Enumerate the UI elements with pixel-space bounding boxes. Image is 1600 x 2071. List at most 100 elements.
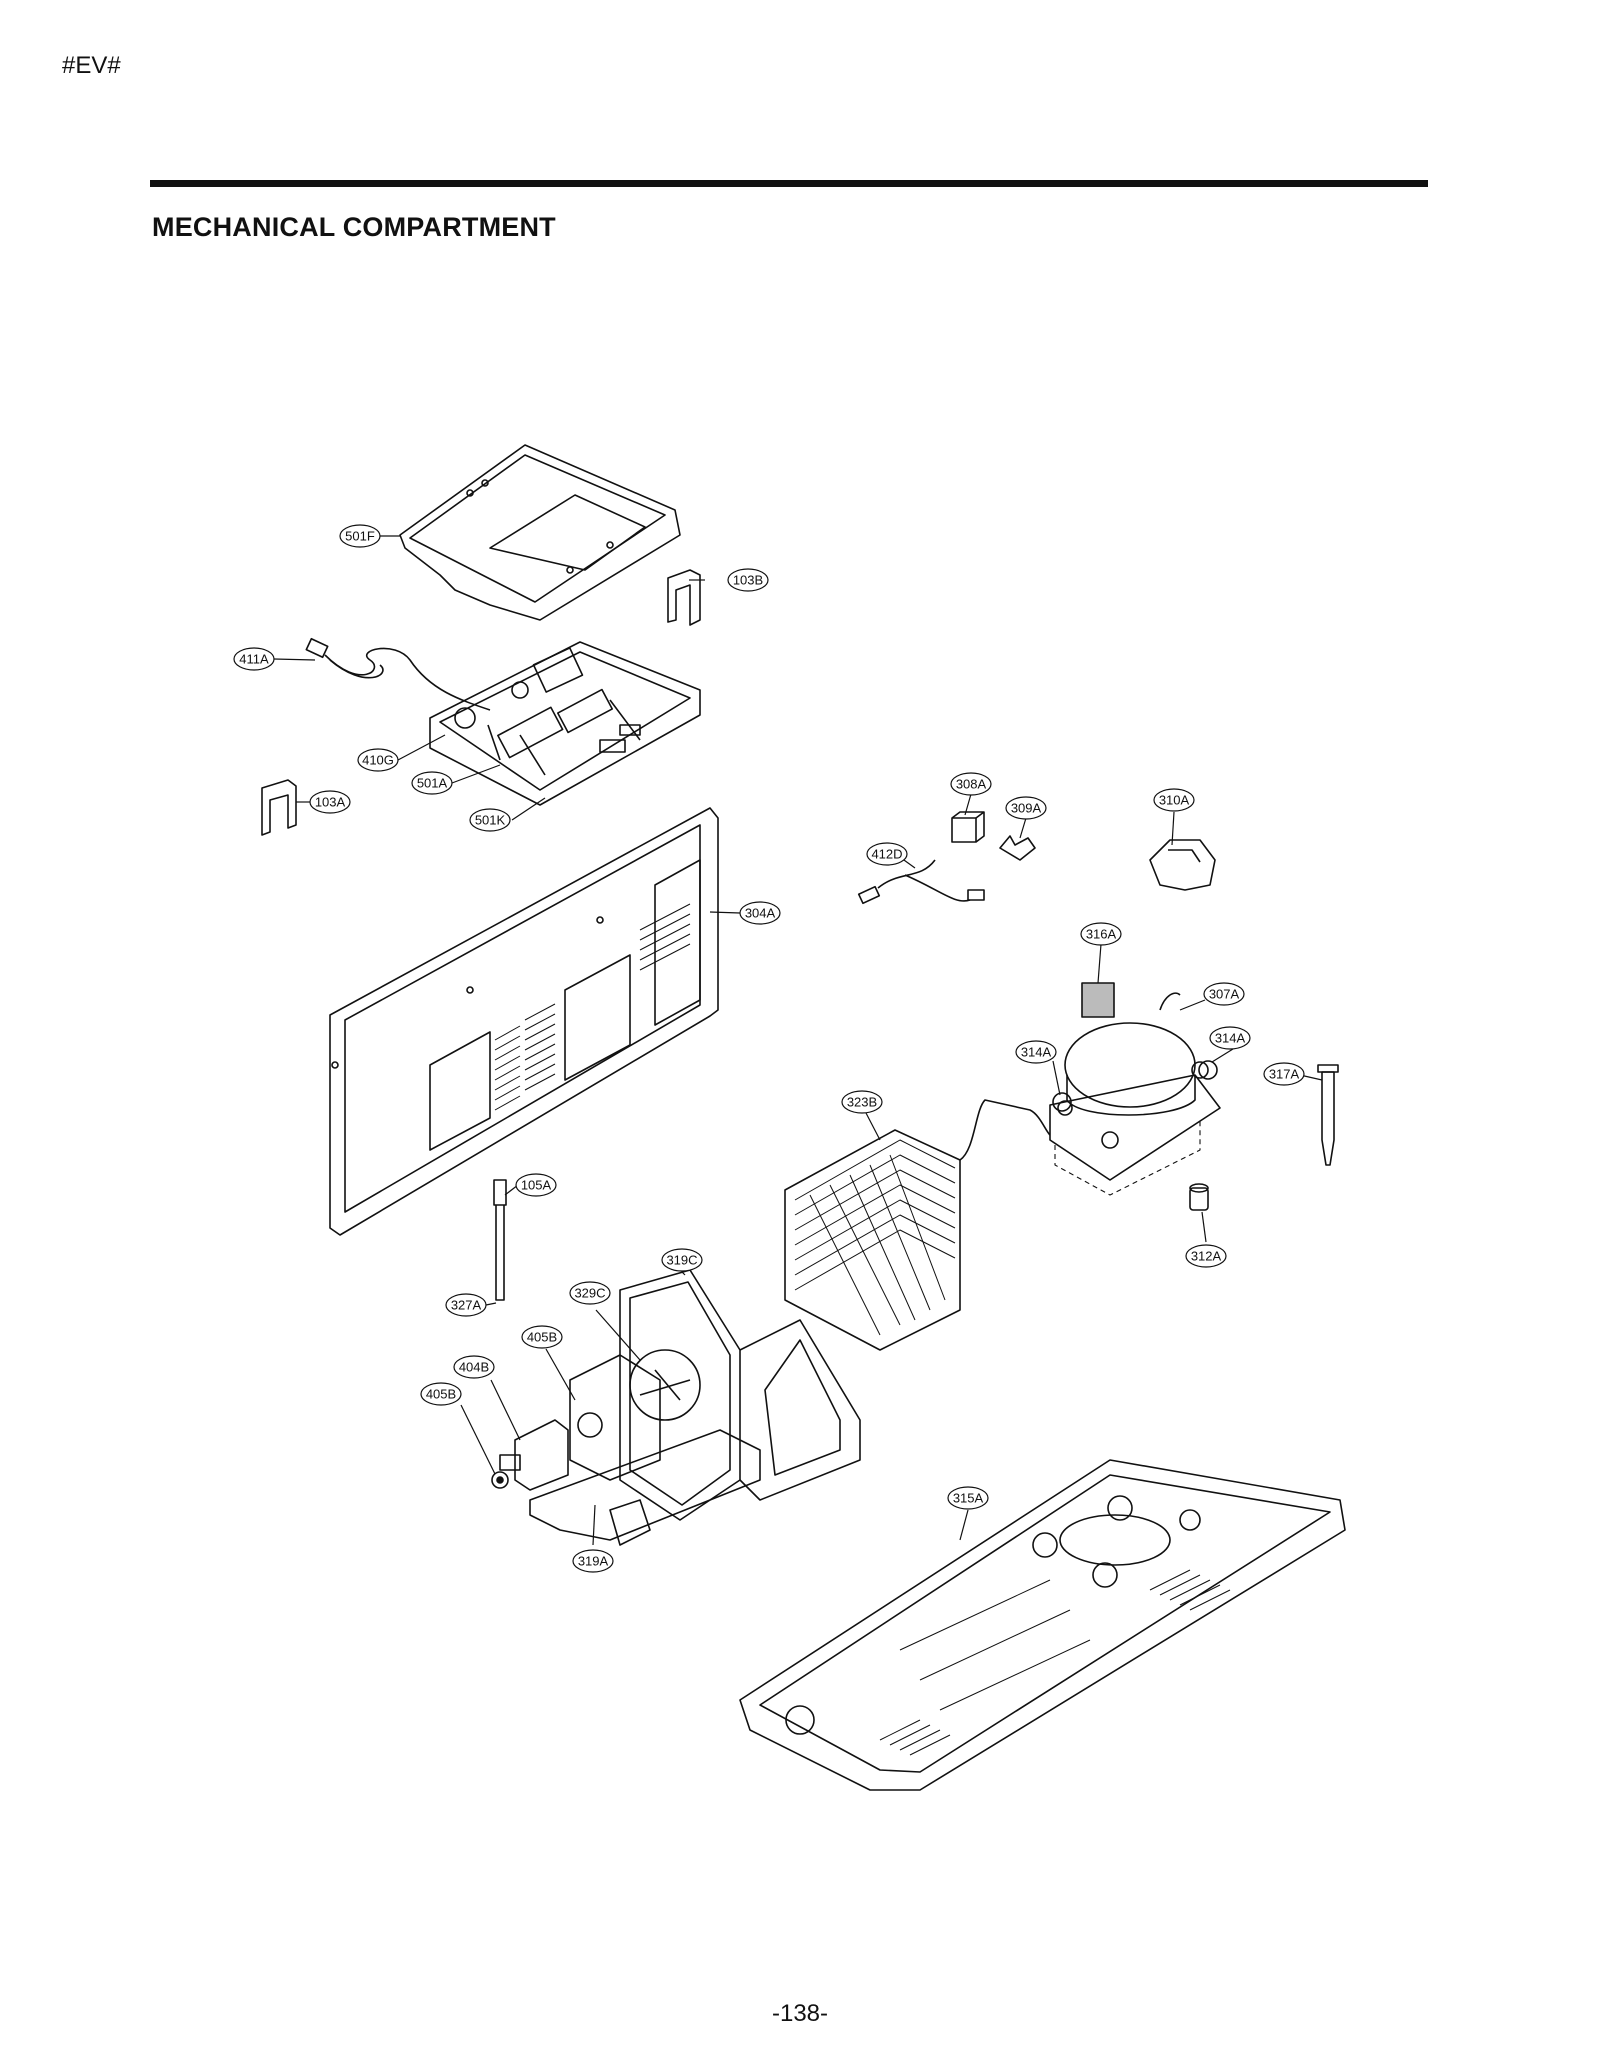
callout-317a: 317A [1263,1062,1305,1086]
callout-label: 103B [733,573,763,588]
callout-501k: 501K [469,808,511,832]
washer-part [491,1471,509,1489]
bracket-b-part [667,569,701,626]
callout-501a: 501A [411,771,453,795]
callout-label: 304A [745,906,776,921]
power-cord-part [305,637,491,711]
callout-oval [1153,788,1195,812]
callout-oval [950,772,992,796]
callout-label: 103A [315,795,346,810]
callout-oval [357,748,399,772]
callout-oval [1203,982,1245,1006]
callout-oval [727,568,769,592]
callout-oval [233,647,275,671]
leader-lines [273,535,1323,1546]
callout-oval [453,1355,495,1379]
callout-327a: 327A [445,1293,487,1317]
callout-label: 319C [666,1253,697,1268]
callout-label: 315A [953,1491,984,1506]
callout-oval [309,790,351,814]
callout-314a-left: 314A [1015,1040,1057,1064]
callout-label: 312A [1191,1249,1222,1264]
callout-oval [572,1549,614,1573]
relay-cover-part [1149,839,1216,891]
callout-label: 316A [1086,927,1117,942]
callout-label: 310A [1159,793,1190,808]
callout-label: 405B [426,1387,456,1402]
callout-309a: 309A [1005,796,1047,820]
section-title: MECHANICAL COMPARTMENT [152,212,556,242]
callout-319a: 319A [572,1549,614,1573]
callout-label: 501A [417,776,448,791]
condenser-part [784,1099,1051,1351]
guide-rod-part [493,1179,507,1301]
drier-part [1317,1064,1339,1166]
callout-oval [739,901,781,925]
callout-label: 314A [1021,1045,1052,1060]
callout-oval [445,1293,487,1317]
callout-label: 410G [362,753,394,768]
callout-oval [841,1090,883,1114]
callout-label: 309A [1011,801,1042,816]
callout-404b: 404B [453,1355,495,1379]
label-part [1081,982,1115,1018]
fan-base-part [529,1429,761,1546]
callout-oval [947,1486,989,1510]
callout-315a: 315A [947,1486,989,1510]
callout-329c: 329C [569,1281,611,1305]
callout-label: 323B [847,1095,877,1110]
callout-label: 308A [956,777,987,792]
callout-304a: 304A [739,901,781,925]
callout-405b-left: 405B [420,1382,462,1406]
callout-316a: 316A [1080,922,1122,946]
callout-oval [411,771,453,795]
page-number: -138- [771,2000,829,2027]
callout-314a-right: 314A [1209,1026,1251,1050]
callout-319c: 319C [661,1248,703,1272]
callout-411a: 411A [233,647,275,671]
callout-label: 105A [521,1178,552,1193]
callout-oval [339,524,381,548]
callout-oval [1185,1244,1227,1268]
callout-oval [1015,1040,1057,1064]
callout-label: 404B [459,1360,489,1375]
callout-323b: 323B [841,1090,883,1114]
callout-105a: 105A [515,1173,557,1197]
callout-oval [1209,1026,1251,1050]
fan-shroud-part [619,1269,861,1521]
callout-label: 307A [1209,987,1240,1002]
callout-103a: 103A [309,790,351,814]
cover-plate-part [399,444,681,621]
stopper-part [1189,1183,1209,1211]
compressor-part [1049,992,1221,1196]
callout-oval [469,808,511,832]
control-box-part [429,641,701,806]
callout-501f: 501F [339,524,381,548]
callout-label: 329C [574,1286,605,1301]
callout-oval [569,1281,611,1305]
callout-oval [420,1382,462,1406]
callout-label: 501K [475,813,506,828]
section-rule [150,180,1428,187]
grommet-part [1052,1060,1218,1112]
callout-103b: 103B [727,568,769,592]
callout-label: 317A [1269,1067,1300,1082]
callout-oval [515,1173,557,1197]
bracket-a-part [261,779,297,836]
callout-410g: 410G [357,748,399,772]
callout-oval [866,842,908,866]
callout-oval [1263,1062,1305,1086]
wire-harness-part [857,859,985,905]
callout-308a: 308A [950,772,992,796]
callout-oval [1005,796,1047,820]
callout-oval [1080,922,1122,946]
callout-label: 501F [345,529,375,544]
callout-label: 412D [871,847,902,862]
callout-oval [521,1325,563,1349]
fan-bracket-part [569,1354,661,1481]
relay-part [951,811,985,843]
callout-405b-top: 405B [521,1325,563,1349]
callout-310a: 310A [1153,788,1195,812]
callout-label: 411A [239,652,269,667]
